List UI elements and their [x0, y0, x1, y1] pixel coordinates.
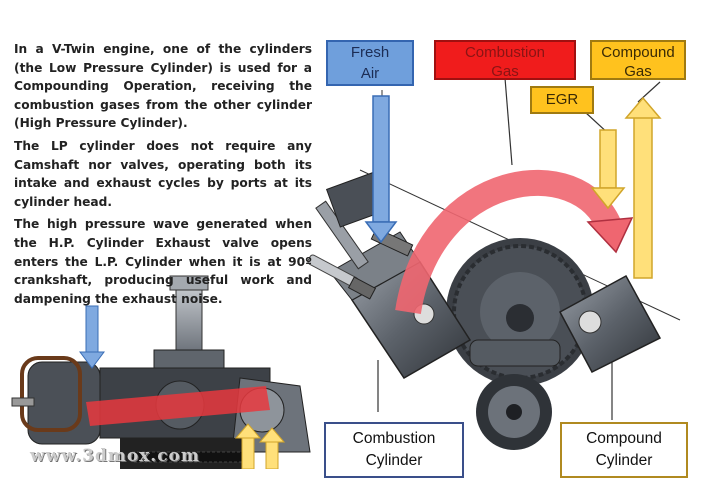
label-combustion-cylinder-line1: Combustion — [326, 428, 462, 450]
label-combustion-cylinder: Combustion Cylinder — [324, 422, 464, 478]
description-paragraph-1: In a V-Twin engine, one of the cylinders… — [14, 40, 312, 133]
label-combustion-gas: Combustion Gas — [434, 40, 576, 80]
valve-train — [327, 172, 413, 256]
combustion-gas-flow-arrowhead — [588, 218, 632, 252]
label-fresh-air-line1: Fresh — [328, 42, 412, 63]
label-combustion-gas-line2: Gas — [436, 63, 574, 80]
watermark: www.3dmox.com — [30, 446, 200, 466]
label-compound-gas-line1: Compound — [592, 42, 684, 63]
description-paragraph-3: The high pressure wave generated when th… — [14, 215, 312, 308]
label-compound-gas-line2: Gas — [592, 63, 684, 80]
label-fresh-air: Fresh Air — [326, 40, 414, 86]
description-paragraph-2: The LP cylinder does not require any Cam… — [14, 137, 312, 211]
label-compound-gas: Compound Gas — [590, 40, 686, 80]
crankshaft — [470, 340, 560, 450]
label-fresh-air-line2: Air — [328, 63, 412, 84]
fresh-air-arrow — [366, 96, 396, 242]
description-text: In a V-Twin engine, one of the cylinders… — [14, 40, 312, 312]
label-compound-cylinder-line1: Compound — [562, 428, 686, 450]
label-egr-line1: EGR — [532, 88, 592, 112]
label-egr: EGR — [530, 86, 594, 114]
label-combustion-gas-line1: Combustion — [436, 42, 574, 63]
leader-line-combustion-gas — [505, 78, 512, 165]
label-compound-cylinder: Compound Cylinder — [560, 422, 688, 478]
side-view-air-arrow — [80, 306, 104, 368]
compound-gas-arrow — [626, 98, 660, 278]
